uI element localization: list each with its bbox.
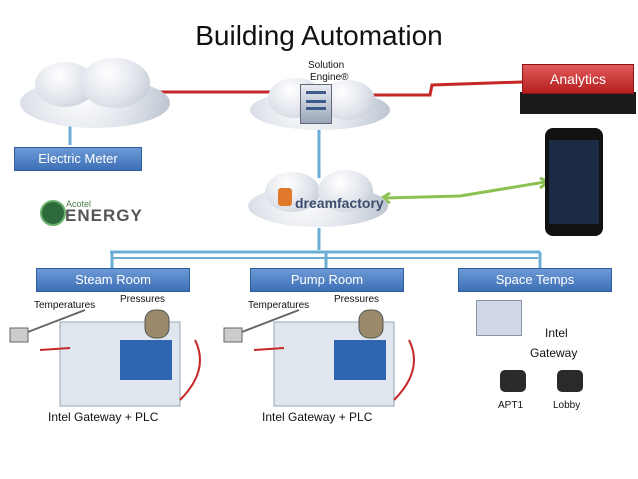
space-gateway-label-2: Gateway (530, 346, 578, 360)
acotel-logo-big: ENERGY (65, 206, 143, 225)
cloud-left-puff2 (80, 58, 150, 108)
acotel-logo-icon (40, 200, 66, 226)
steam-pressures-label: Pressures (120, 294, 166, 305)
electric-meter-bar: Electric Meter (14, 147, 142, 171)
space-gateway-label-1: Intel (545, 326, 568, 340)
steam-gateway-label: Intel Gateway + PLC (48, 410, 159, 424)
lobby-sensor-icon (557, 370, 583, 392)
pump-room-bar: Pump Room (250, 268, 404, 292)
pump-room-equipment (223, 309, 415, 407)
solution-engine-label-2: Engine® (310, 72, 349, 83)
acotel-logo-small: Acotel (66, 199, 92, 209)
green-link-phone (384, 180, 546, 200)
dreamfactory-logo: dreamfactory (295, 195, 384, 211)
cloud-df-puff (265, 172, 320, 212)
phone-screen (549, 140, 599, 224)
red-link-right (340, 80, 523, 97)
pump-gateway-label: Intel Gateway + PLC (262, 410, 373, 424)
pump-temperatures-label: Temperatures (248, 300, 310, 311)
steam-temperatures-label: Temperatures (34, 300, 96, 311)
intel-gateway-device (476, 300, 522, 336)
dreamfactory-icon (278, 188, 292, 206)
pump-pressures-label: Pressures (334, 294, 380, 305)
server-icon (300, 84, 332, 124)
steam-room-equipment (9, 309, 201, 407)
page-title: Building Automation (195, 20, 443, 51)
solution-engine-label-1: Solution (308, 60, 345, 71)
analytics-button[interactable]: Analytics (522, 64, 634, 94)
analytics-dashboard (520, 92, 636, 114)
steam-room-bar: Steam Room (36, 268, 190, 292)
apt1-sensor-icon (500, 370, 526, 392)
apt1-label: APT1 (498, 400, 524, 411)
space-temps-bar: Space Temps (458, 268, 612, 292)
cloud-df-puff2 (318, 170, 373, 212)
lobby-label: Lobby (553, 400, 581, 411)
